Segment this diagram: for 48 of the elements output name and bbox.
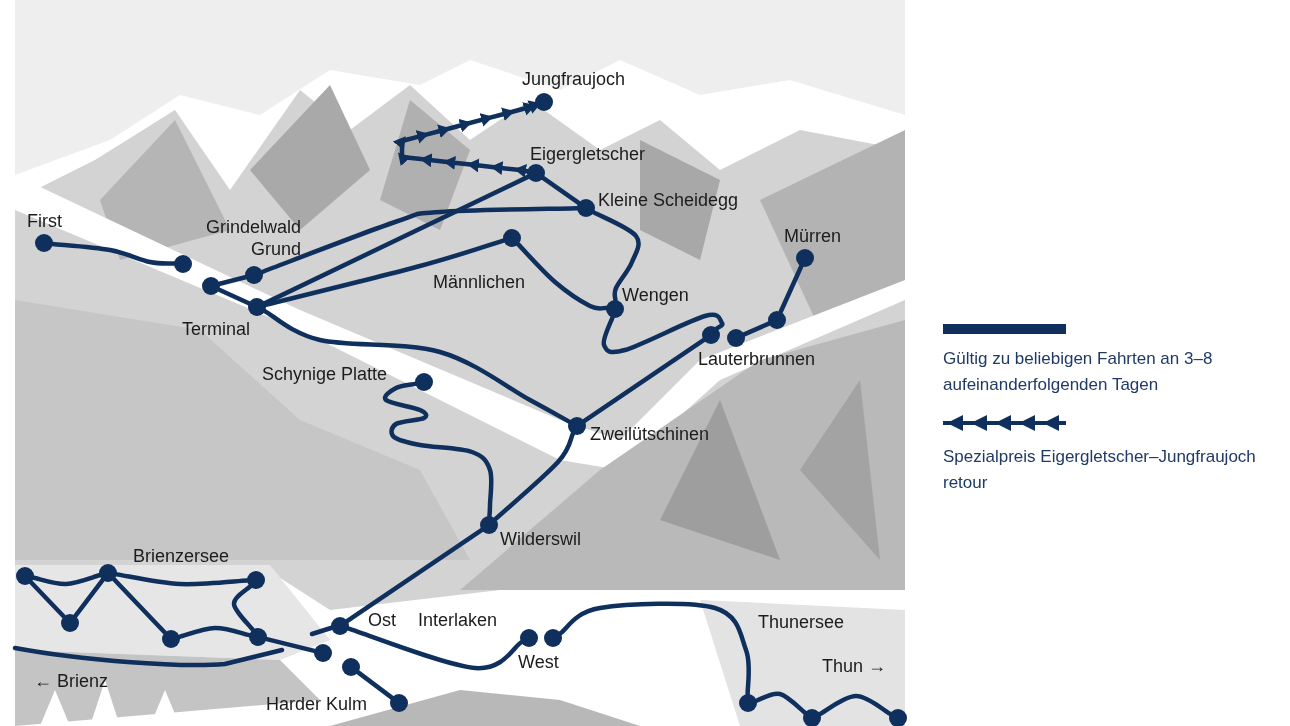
route-line [541,175,581,206]
legend-text: Gültig zu beliebigen Fahrten an 3–8 aufeinanderfolgenden Tagen [943,348,1214,396]
route-line [742,321,771,337]
station-label: Wengen [622,284,689,306]
route-line [493,431,576,522]
legend-text: Spezialpreis Eigergletscher–Jungfraujoch retour [943,446,1257,494]
route-line [754,691,808,715]
station-label: Zweilütschinen [590,423,710,445]
route-line [111,577,168,635]
station-label: Ost [368,609,396,631]
station-label: Lauterbrunnen [698,348,816,370]
station-label: Kleine Scheidegg [598,189,739,211]
route-line [591,210,641,303]
route-line [216,287,252,306]
route-line [73,577,105,619]
station-label: Eigergletscher [530,143,646,165]
route-line [582,337,706,424]
route-line [231,584,255,632]
route-line [31,573,102,587]
route-line [345,527,484,624]
route-line [355,670,395,700]
route-line [817,693,893,717]
route-line [262,308,572,424]
place-label: Brienzersee [133,545,230,567]
station-label: Harder Kulm [266,693,368,715]
station-label: Jungfraujoch [522,68,626,90]
route-line [262,174,531,306]
route-line [346,626,524,671]
route-line [558,601,752,697]
place-label: ← Brienz [34,670,109,692]
place-label: Thun → [822,655,887,677]
route-line [263,238,506,308]
route-line [601,312,725,355]
arrow-route-line [393,100,538,177]
station-label: Schynige Platte [262,363,388,385]
station-label: Terminal [182,318,251,340]
station-label: Grindelwald Grund [204,216,301,260]
station-label: Mürren [784,225,841,247]
place-label: Interlaken [418,609,498,631]
route-line [217,275,248,286]
station-label: First [27,210,62,232]
station-label: Wilderswil [500,528,581,550]
place-label: Thunersee [758,611,845,633]
station-label: West [518,651,559,673]
route-line [778,263,804,315]
route-line [28,580,67,619]
route-line [382,381,494,519]
station-label: Männlichen [433,271,526,293]
